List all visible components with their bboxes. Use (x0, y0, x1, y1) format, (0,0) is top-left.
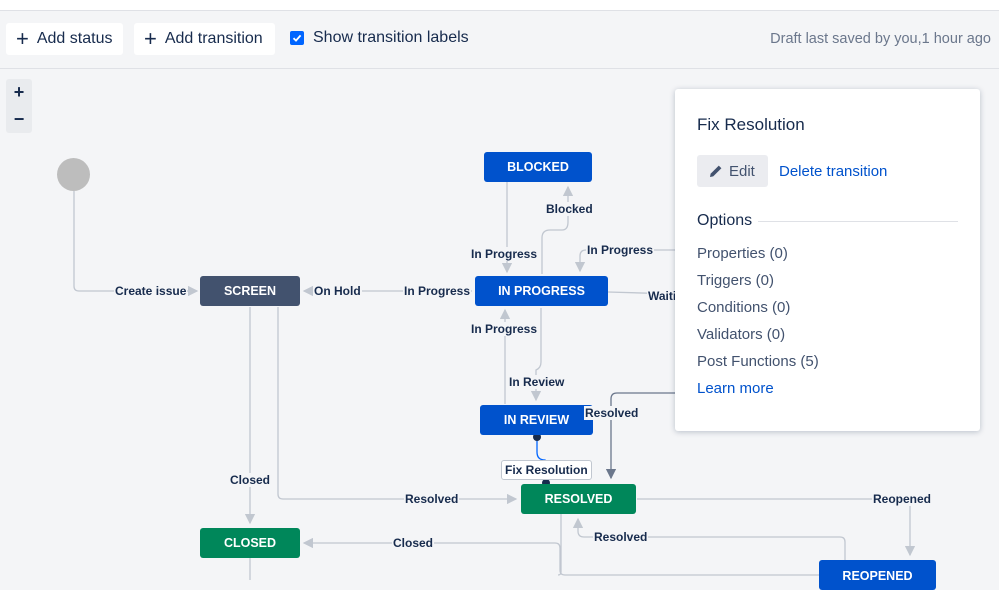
edge-fix-resolution (536, 437, 547, 483)
status-screen[interactable]: SCREEN (200, 276, 300, 306)
status-closed[interactable]: CLOSED (200, 528, 300, 558)
edge-closed-bottom (302, 537, 860, 576)
edit-transition-button[interactable]: Edit (697, 155, 768, 187)
option-conditions[interactable]: Conditions (0) (697, 299, 791, 316)
edge-reopened-to-resolved (572, 517, 846, 560)
transition-label-in-progress[interactable]: In Progress (470, 247, 539, 261)
zoom-out-button[interactable]: − (13, 109, 25, 129)
edge-reopened (637, 498, 916, 557)
delete-transition-link[interactable]: Delete transition (779, 163, 888, 180)
transition-label-waiting[interactable]: Waiti (647, 289, 678, 303)
plus-icon: + (16, 26, 29, 51)
transition-label-closed[interactable]: Closed (392, 536, 435, 550)
learn-more-link[interactable]: Learn more (697, 380, 774, 397)
add-status-label: Add status (36, 30, 113, 47)
transition-label-blocked[interactable]: Blocked (545, 202, 594, 216)
start-node[interactable] (57, 158, 90, 191)
transition-details-panel: Fix Resolution Edit Delete transition Op… (675, 89, 980, 431)
status-label: SCREEN (223, 284, 277, 298)
top-bar (0, 0, 999, 11)
status-label: BLOCKED (507, 160, 569, 174)
edge-right-to-inprogress (574, 249, 675, 273)
transition-label-in-progress[interactable]: In Progress (403, 284, 472, 298)
options-header: Options (697, 212, 753, 229)
transition-label-create-issue[interactable]: Create issue (114, 284, 188, 298)
transition-label-in-progress[interactable]: In Progress (470, 322, 539, 336)
add-status-button[interactable]: + Add status (6, 23, 123, 55)
panel-title: Fix Resolution (697, 115, 805, 134)
transition-label-on-hold[interactable]: On Hold (313, 284, 362, 298)
status-label: IN PROGRESS (498, 284, 585, 298)
plus-icon: + (144, 26, 157, 51)
show-labels-label: Show transition labels (313, 29, 469, 46)
status-label: RESOLVED (544, 492, 613, 506)
transition-label-reopened[interactable]: Reopened (872, 492, 933, 506)
zoom-controls: + − (6, 79, 32, 133)
option-properties[interactable]: Properties (0) (697, 245, 788, 262)
check-icon (292, 34, 302, 42)
options-divider (758, 221, 958, 222)
transition-label-resolved[interactable]: Resolved (593, 530, 649, 544)
transition-label-fix-resolution[interactable]: Fix Resolution (501, 460, 592, 480)
status-reopened[interactable]: REOPENED (819, 560, 936, 590)
status-in-review[interactable]: IN REVIEW (480, 405, 593, 435)
edge-inprogress-to-review (530, 308, 542, 402)
fix-resolution-handle-top (533, 433, 541, 441)
edge-resolved-from-right (605, 392, 675, 480)
pencil-icon (710, 165, 722, 177)
transition-label-resolved[interactable]: Resolved (404, 492, 460, 506)
status-resolved[interactable]: RESOLVED (521, 484, 636, 514)
status-blocked[interactable]: BLOCKED (484, 152, 592, 182)
show-labels-checkbox[interactable] (290, 31, 304, 45)
status-label: IN REVIEW (503, 413, 570, 427)
edit-label: Edit (729, 162, 755, 180)
edge-create-issue (73, 191, 199, 297)
edge-screen-to-resolved (277, 307, 518, 505)
status-label: CLOSED (223, 536, 277, 550)
option-triggers[interactable]: Triggers (0) (697, 272, 774, 289)
add-transition-label: Add transition (164, 30, 263, 47)
edge-inprogress-to-blocked (541, 185, 574, 274)
draft-status: Draft last saved by you,1 hour ago (770, 31, 991, 47)
transition-label-closed[interactable]: Closed (229, 473, 272, 487)
status-label: REOPENED (842, 569, 913, 583)
edge-resolved-to-closed (557, 514, 562, 576)
add-transition-button[interactable]: + Add transition (134, 23, 275, 55)
option-post-functions[interactable]: Post Functions (5) (697, 353, 819, 370)
transition-label-resolved[interactable]: Resolved (584, 406, 640, 420)
option-validators[interactable]: Validators (0) (697, 326, 786, 343)
zoom-in-button[interactable]: + (13, 82, 25, 102)
transition-label-in-review[interactable]: In Review (508, 375, 566, 389)
status-in-progress[interactable]: IN PROGRESS (475, 276, 608, 306)
workflow-toolbar: + Add status + Add transition Show trans… (0, 11, 999, 69)
transition-label-in-progress[interactable]: In Progress (586, 243, 655, 257)
